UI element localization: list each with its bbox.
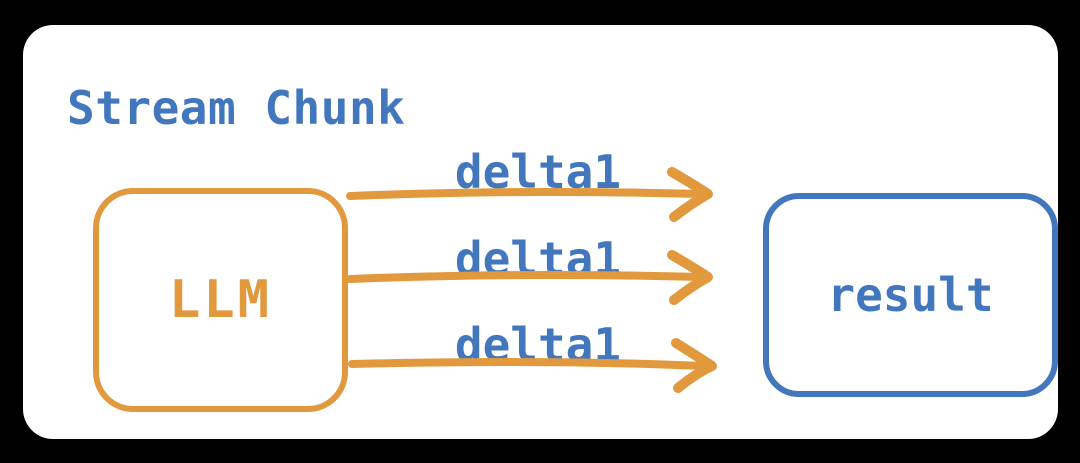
arrow-3-label: delta1 xyxy=(454,318,622,372)
arrow-2-label: delta1 xyxy=(454,232,622,286)
whiteboard-card: Stream Chunk LLM result delta1 delta1 de… xyxy=(23,25,1058,439)
diagram-title: Stream Chunk xyxy=(67,81,406,135)
result-node-label: result xyxy=(827,268,994,322)
llm-node-label: LLM xyxy=(169,270,272,330)
arrow-1-label: delta1 xyxy=(454,145,622,199)
llm-node: LLM xyxy=(93,188,348,412)
result-node: result xyxy=(763,193,1058,397)
